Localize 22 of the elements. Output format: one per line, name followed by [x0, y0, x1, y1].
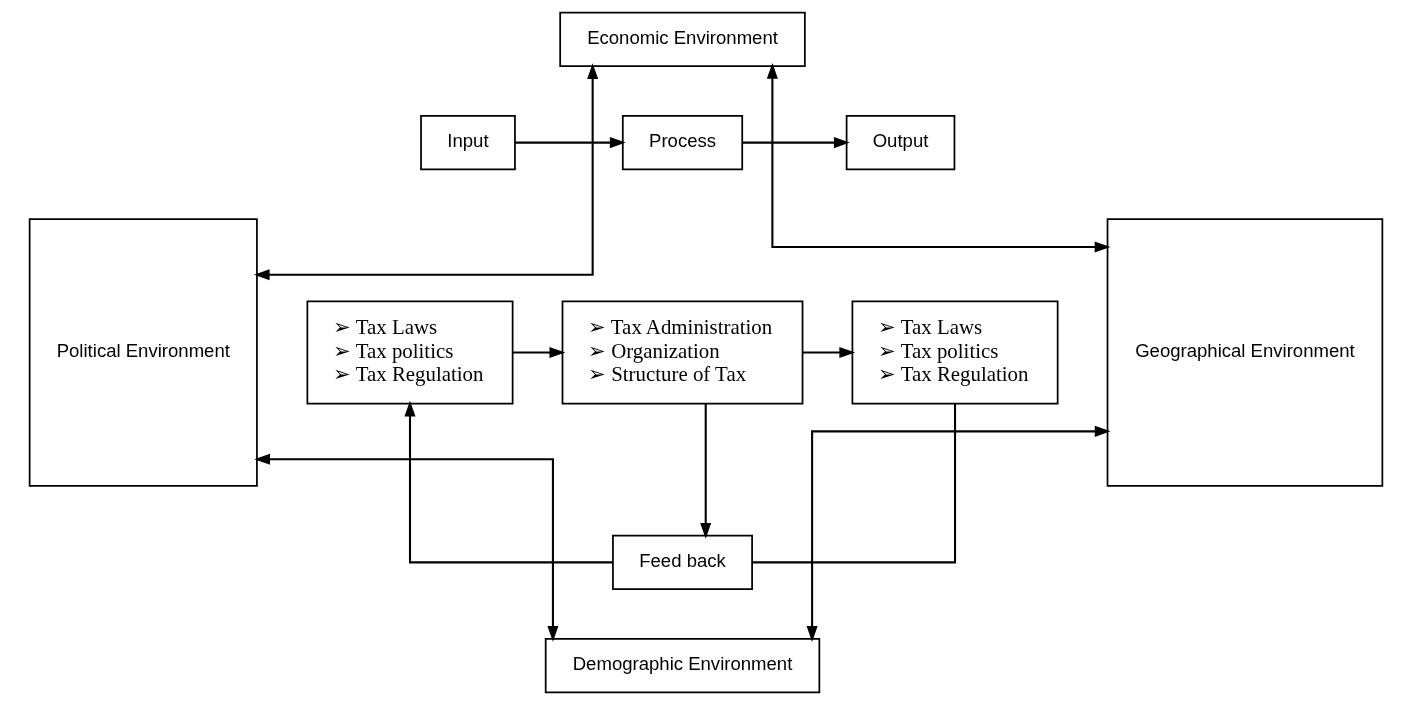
node-box: Demographic Environment — [544, 638, 820, 694]
node-box: Output — [845, 115, 955, 171]
arrow — [512, 346, 565, 359]
node-box: Geographical Environment — [1106, 218, 1383, 487]
node-box: Political Environment — [28, 218, 258, 487]
node-box: Economic Environment — [558, 11, 806, 67]
arrow — [806, 425, 1111, 642]
arrow — [253, 453, 558, 642]
arrow — [403, 400, 613, 564]
arrow — [766, 62, 1110, 253]
arrow — [742, 137, 850, 149]
arrow — [514, 137, 626, 149]
node-box: Input — [419, 115, 516, 171]
connector — [751, 403, 956, 564]
node-box: ➢ Tax Laws ➢ Tax politics ➢ Tax Regulation — [851, 300, 1059, 405]
arrow — [699, 403, 711, 539]
node-box: ➢ Tax Laws ➢ Tax politics ➢ Tax Regulation — [306, 300, 513, 405]
arrow — [253, 63, 598, 281]
arrow — [802, 346, 855, 359]
node-box: Process — [621, 115, 743, 171]
node-box: Feed back — [611, 534, 753, 590]
node-box: ➢ Tax Administration ➢ Organization ➢ Structure of Tax — [561, 300, 803, 405]
